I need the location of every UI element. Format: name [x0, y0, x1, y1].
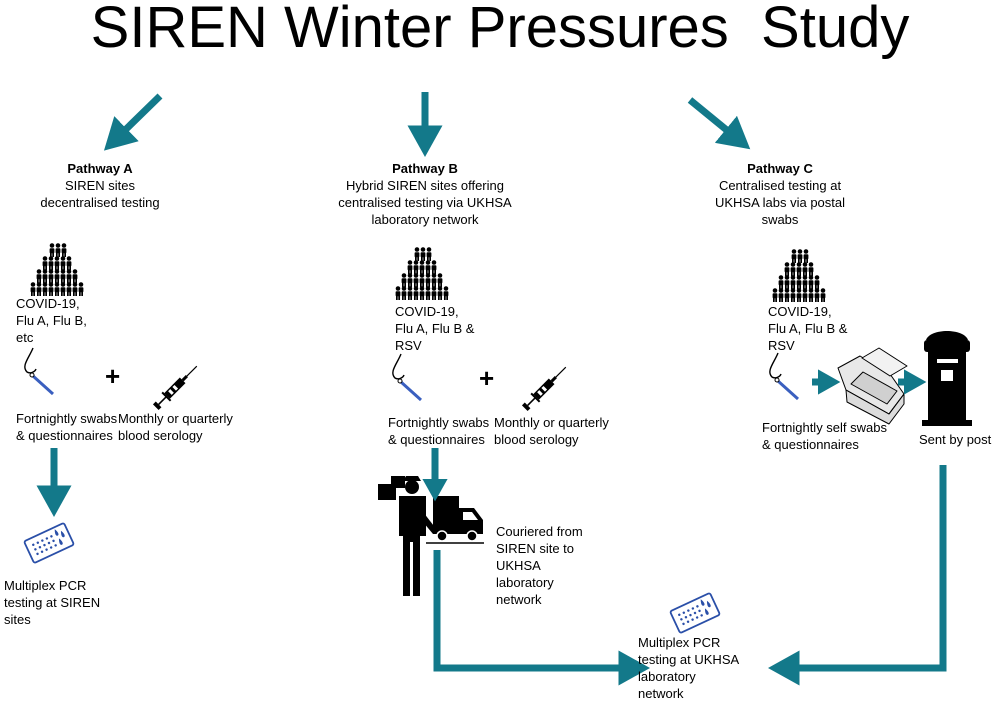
pathway-b-desc-3: laboratory network	[371, 212, 479, 227]
pathway-a-tests: COVID-19, Flu A, Flu B, etc	[16, 295, 87, 346]
pathway-a-desc-2: decentralised testing	[40, 195, 160, 210]
pathway-c-heading: Pathway C	[747, 161, 813, 176]
swabs-c-line-2: & questionnaires	[762, 437, 859, 452]
serology-b-line-1: Monthly or quarterly	[494, 415, 609, 430]
pathway-a-serology-label: Monthly or quarterly blood serology	[118, 410, 233, 444]
pathway-b-test-3: RSV	[395, 338, 422, 353]
pathway-c-test-2: Flu A, Flu B &	[768, 321, 848, 336]
pcr-plate-icon-a	[23, 521, 75, 565]
courier-line-1: Couriered from	[496, 524, 583, 539]
central-pcr-line-3: laboratory	[638, 669, 696, 684]
plus-sign-b: +	[479, 363, 495, 393]
courier-icon	[378, 476, 484, 596]
pathway-a-test-2: Flu A, Flu B,	[16, 313, 87, 328]
pathway-c-tests: COVID-19, Flu A, Flu B & RSV	[768, 303, 847, 354]
swabs-label-line-1: Fortnightly swabs	[16, 411, 118, 426]
central-pcr-line-2: testing at UKHSA	[638, 652, 740, 667]
arrow-to-pathway-a	[103, 93, 163, 151]
pathway-b-test-1: COVID-19,	[395, 304, 459, 319]
central-pcr-line-1: Multiplex PCR	[638, 635, 721, 650]
crowd-icon-a	[31, 243, 84, 296]
pathway-b-heading: Pathway B	[392, 161, 458, 176]
pathway-b-swabs-label: Fortnightly swabs & questionnaires	[388, 414, 489, 448]
pathway-a-heading: Pathway A	[67, 161, 133, 176]
pcr-a-line-1: Multiplex PCR	[4, 578, 87, 593]
serology-label-line-1: Monthly or quarterly	[118, 411, 233, 426]
pathway-c-desc-2: UKHSA labs via postal	[714, 195, 846, 210]
arrow-to-pathway-c	[687, 97, 751, 150]
pathway-b-test-2: Flu A, Flu B &	[395, 321, 475, 336]
pathway-a-desc-1: SIREN sites	[64, 178, 136, 193]
syringe-icon-b	[519, 362, 571, 414]
courier-line-2: SIREN site to	[496, 541, 575, 556]
pathway-c-test-3: RSV	[768, 338, 795, 353]
pathway-b-desc-1: Hybrid SIREN sites offering	[346, 178, 504, 193]
crowd-icon-c	[773, 249, 826, 302]
courier-line-4: laboratory	[496, 575, 554, 590]
nasal-swab-icon-c	[768, 351, 800, 401]
pathway-a-test-1: COVID-19,	[16, 296, 80, 311]
pathway-a-test-3: etc	[16, 330, 34, 345]
pathway-c-test-1: COVID-19,	[768, 304, 832, 319]
central-pcr-line-4: network	[638, 686, 684, 701]
pcr-a-line-2: testing at SIREN	[4, 595, 101, 610]
swabs-b-line-2: & questionnaires	[388, 432, 485, 447]
pathway-b-desc-2: centralised testing via UKHSA	[338, 195, 512, 210]
sent-by-post-label: Sent by post	[919, 432, 992, 447]
central-pcr-label: Multiplex PCR testing at UKHSA laborator…	[638, 634, 739, 702]
nasal-swab-icon-b	[391, 352, 423, 402]
pathway-b-tests: COVID-19, Flu A, Flu B & RSV	[395, 303, 474, 354]
courier-line-3: UKHSA	[496, 558, 541, 573]
pathway-b-block: Pathway B Hybrid SIREN sites offering ce…	[305, 160, 545, 228]
pathway-c-block: Pathway C Centralised testing at UKHSA l…	[680, 160, 880, 228]
diagram-title: SIREN Winter Pressures Study	[90, 0, 910, 60]
postal-box-icon	[837, 347, 908, 425]
pathway-c-swabs-label: Fortnightly self swabs & questionnaires	[762, 419, 887, 453]
swabs-label-line-2: & questionnaires	[16, 428, 113, 443]
courier-line-5: network	[496, 592, 542, 607]
courier-label: Couriered from SIREN site to UKHSA labor…	[496, 523, 583, 608]
pathway-a-swabs-label: Fortnightly swabs & questionnaires	[16, 410, 117, 444]
pathway-a-pcr-label: Multiplex PCR testing at SIREN sites	[4, 577, 100, 628]
pathway-c-desc-3: swabs	[761, 212, 799, 227]
nasal-swab-icon-a	[23, 346, 55, 396]
syringe-icon-a	[150, 361, 202, 413]
serology-b-line-2: blood serology	[494, 432, 579, 447]
pathway-a-block: Pathway A SIREN sites decentralised test…	[0, 160, 200, 211]
plus-sign-a: +	[105, 361, 121, 391]
swabs-b-line-1: Fortnightly swabs	[388, 415, 490, 430]
pcr-a-line-3: sites	[4, 612, 31, 627]
pathway-c-desc-1: Centralised testing at	[718, 178, 842, 193]
arrow-b-to-central-lab	[433, 550, 650, 686]
crowd-icon-b	[396, 247, 449, 300]
arrow-c-to-central-lab	[768, 465, 947, 686]
pcr-plate-icon-central	[669, 591, 721, 635]
serology-label-line-2: blood serology	[118, 428, 203, 443]
swabs-c-line-1: Fortnightly self swabs	[762, 420, 887, 435]
pathway-b-serology-label: Monthly or quarterly blood serology	[494, 414, 609, 448]
post-box-icon	[922, 331, 972, 426]
